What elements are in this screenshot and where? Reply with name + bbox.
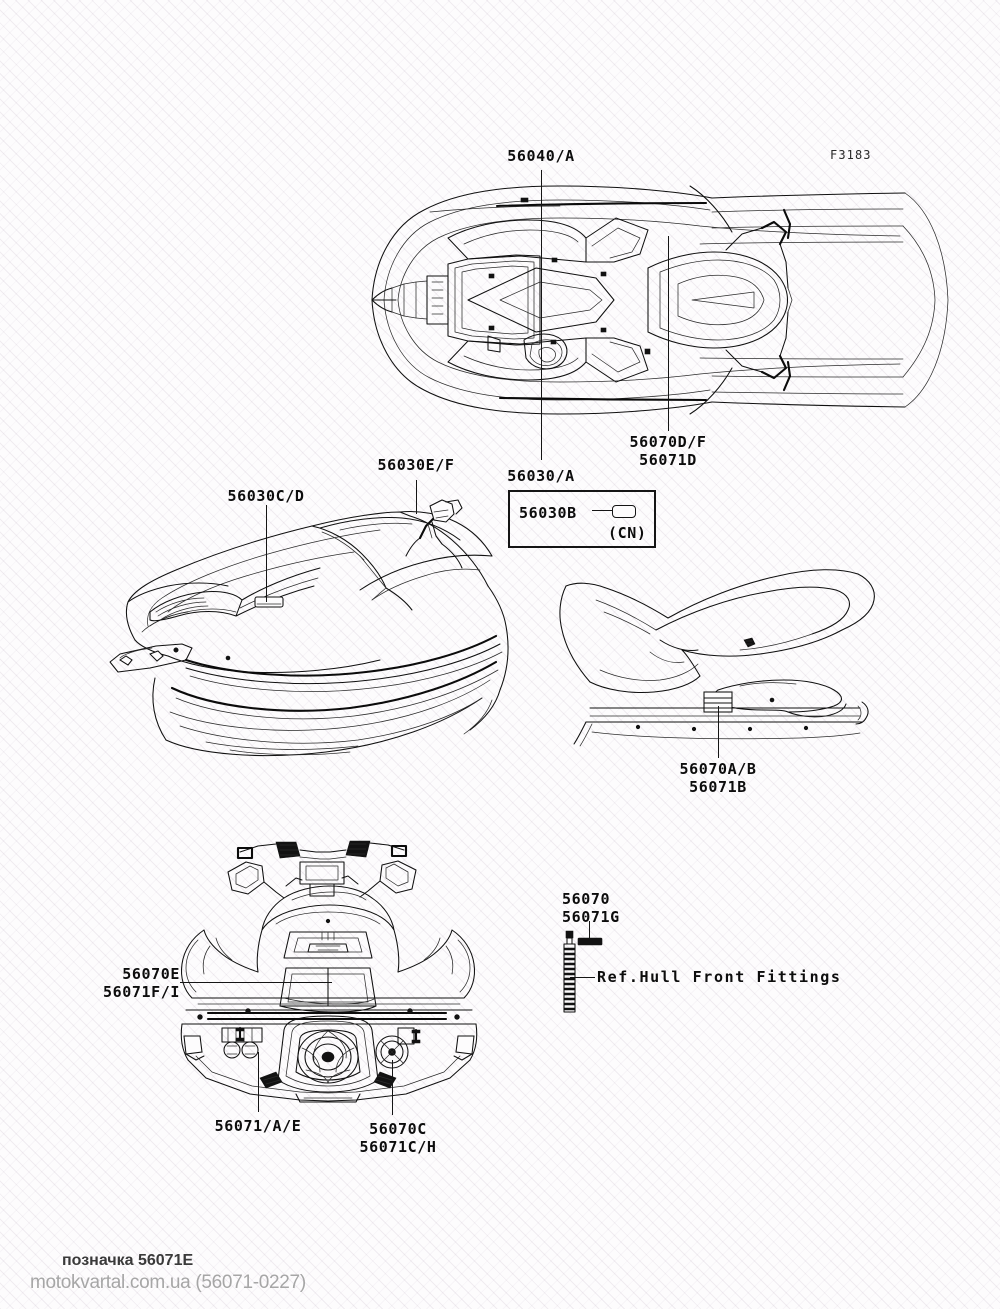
label-56070e: 56070E (122, 965, 180, 983)
callout-decal-shape (612, 505, 636, 518)
label-56070c: 56070C (369, 1120, 427, 1138)
label-56030a: 56030/A (507, 467, 575, 485)
label-56030ef: 56030E/F (377, 456, 455, 474)
label-56071b: 56071B (689, 778, 747, 796)
leader-56040a (541, 170, 542, 315)
callout-leader-56030b (592, 510, 612, 511)
label-56030cd: 56030C/D (227, 487, 305, 505)
rear-view-group (180, 840, 478, 1103)
diagram-reference-code: F3183 (830, 148, 872, 162)
label-56070df: 56070D/F (629, 433, 707, 451)
leader-56070ab (718, 706, 719, 758)
label-56071g: 56071G (562, 908, 620, 926)
leader-56070df (668, 236, 669, 431)
label-56040a: 56040/A (507, 147, 575, 165)
label-56071ch: 56071C/H (359, 1138, 437, 1156)
stern-view-group (559, 569, 875, 747)
leader-56070e (180, 982, 332, 983)
callout-label-56030b: 56030B (519, 504, 577, 522)
label-56071ae: 56071/A/E (214, 1117, 302, 1135)
leader-56030cd (266, 505, 267, 602)
front-side-view-group (109, 499, 509, 757)
callout-box-56030b (508, 490, 656, 548)
footer-watermark: motokvartal.com.ua (56071-0227) (30, 1272, 306, 1293)
top-view-group (371, 185, 949, 415)
label-56071d: 56071D (639, 451, 697, 469)
reference-hull-front-fittings-note: Ref.Hull Front Fittings (597, 968, 842, 986)
leader-56070c (392, 1060, 393, 1115)
label-56071fi: 56071F/I (102, 983, 180, 1001)
leader-56030a (541, 315, 542, 460)
leader-56070g (589, 921, 590, 939)
leader-56071ae (258, 1052, 259, 1112)
leader-56030ef (416, 480, 417, 514)
leader-ref-note (570, 977, 595, 978)
label-56070: 56070 (562, 890, 611, 908)
callout-market-code-cn: (CN) (608, 524, 647, 542)
gas-strut-drawing (563, 930, 603, 1013)
label-56070ab: 56070A/B (679, 760, 757, 778)
footer-note: позначка 56071E (62, 1252, 194, 1269)
